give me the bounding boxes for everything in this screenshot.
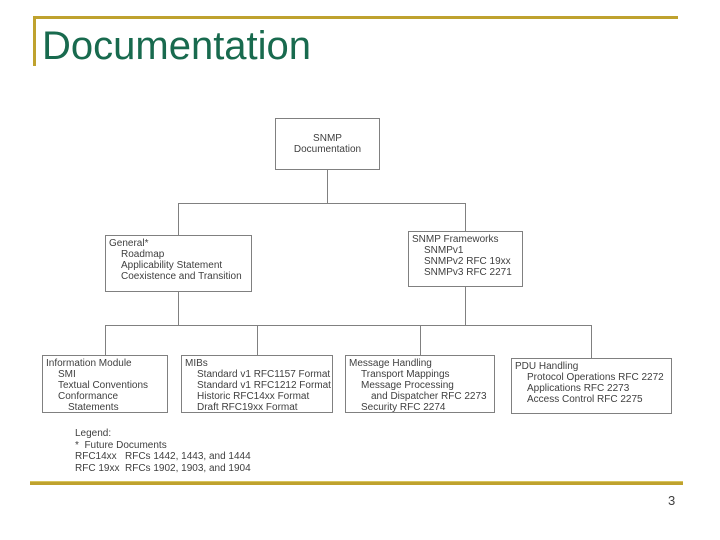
node-item: Standard v1 RFC1157 Format [197,369,331,380]
slide-title: Documentation [42,24,312,68]
node-item: SNMPv1 [424,245,464,256]
node-item: Protocol Operations RFC 2272 [527,372,664,383]
connector-line [257,325,258,355]
connector-line [178,292,179,325]
node-snmp-frameworks: SNMP Frameworks SNMPv1 SNMPv2 RFC 19xx S… [408,231,523,287]
node-message-handling: Message Handling Transport Mappings Mess… [345,355,495,413]
node-information-module: Information Module SMI Textual Conventio… [42,355,168,413]
top-gold-rule [33,16,678,19]
connector-line [327,170,328,203]
node-mibs: MIBs Standard v1 RFC1157 Format Standard… [181,355,333,413]
node-title: Information Module [46,358,132,369]
connector-line [465,287,466,325]
node-general: General* Roadmap Applicability Statement… [105,235,252,292]
legend-line: Legend: [75,428,112,439]
connector-line [178,203,466,204]
node-item: Transport Mappings [361,369,450,380]
node-item: Applicability Statement [121,260,223,271]
node-item: Draft RFC19xx Format [197,402,298,413]
node-item: Message Processing [361,380,454,391]
bottom-gold-rule [30,481,683,485]
left-gold-rule [33,16,36,66]
node-pdu-handling: PDU Handling Protocol Operations RFC 227… [511,358,672,414]
connector-line [465,203,466,231]
node-title: Message Handling [349,358,432,369]
node-item: Textual Conventions [58,380,149,391]
node-snmp-documentation: SNMP Documentation [275,118,380,170]
connector-line [591,325,592,358]
node-item: Security RFC 2274 [361,402,446,413]
legend-line: RFC 19xx RFCs 1902, 1903, and 1904 [75,462,251,474]
node-item: Applications RFC 2273 [527,383,630,394]
node-item: Standard v1 RFC1212 Format [197,380,331,391]
node-item: and Dispatcher RFC 2273 [371,391,487,402]
node-title: SNMP Frameworks [412,234,499,245]
legend-line: * Future Documents [75,439,167,451]
node-item: Coexistence and Transition [121,271,242,282]
legend-line: RFC14xx RFCs 1442, 1443, and 1444 [75,451,251,462]
connector-line [178,203,179,235]
node-item: SNMPv2 RFC 19xx [424,256,511,267]
page-number: 3 [668,493,676,508]
legend: Legend: * Future Documents RFC14xx RFCs … [75,428,251,474]
node-title: Documentation [293,144,362,155]
node-title: General* [109,238,149,249]
node-item: Roadmap [121,249,165,260]
node-item: Access Control RFC 2275 [527,394,643,405]
connector-line [105,325,106,355]
connector-line [420,325,421,355]
node-title: MIBs [185,358,208,369]
connector-line [105,325,592,326]
node-item: Statements [68,402,119,413]
node-item: Conformance [58,391,119,402]
node-title: SNMP [313,133,342,144]
node-item: SMI [58,369,76,380]
node-item: SNMPv3 RFC 2271 [424,267,512,278]
node-item: Historic RFC14xx Format [197,391,310,402]
node-title: PDU Handling [515,361,579,372]
